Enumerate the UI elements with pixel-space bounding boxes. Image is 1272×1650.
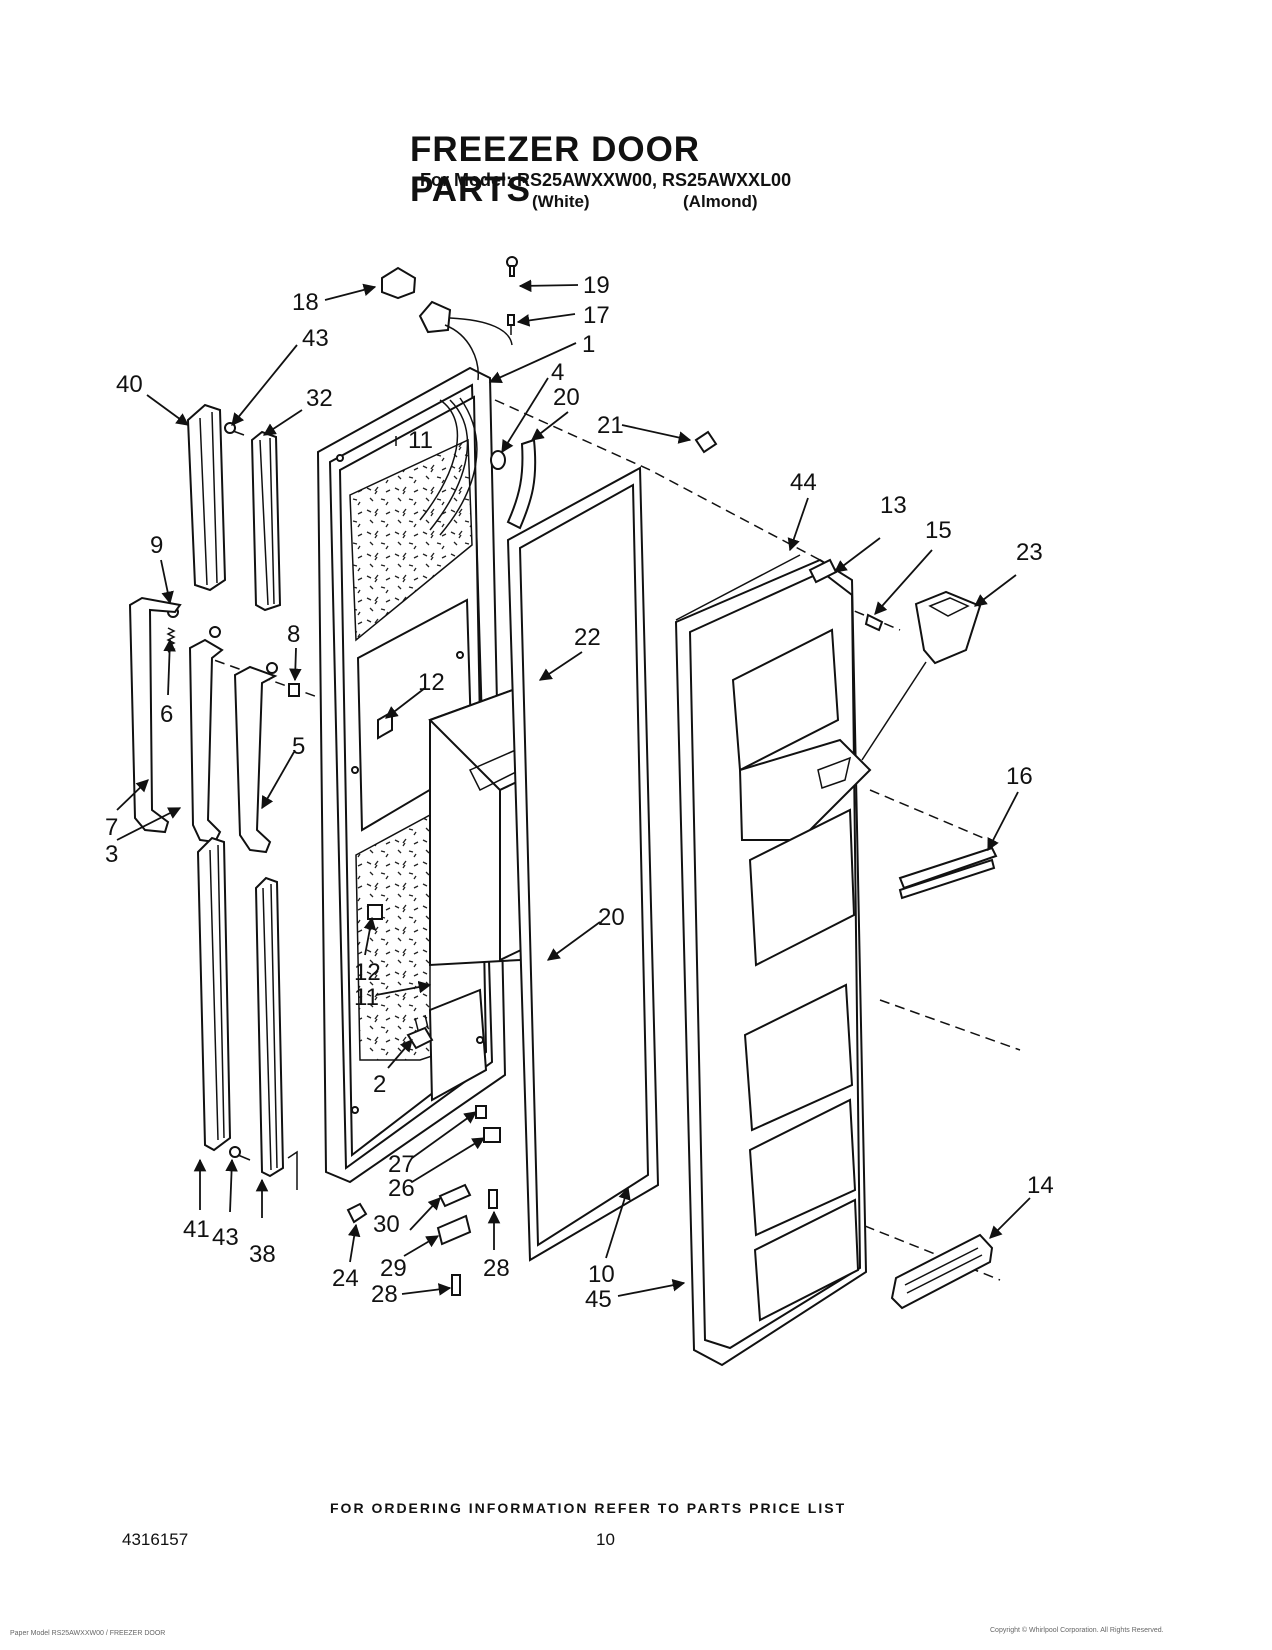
part-17-tie [507,314,515,335]
callout-32: 32 [306,385,333,412]
model-line: For Model: RS25AWXXW00, RS25AWXXL00 [420,170,792,190]
callout-20: 20 [553,384,580,411]
part-38-lower-strip [254,876,285,1178]
callout-28: 28 [483,1255,510,1282]
callout-7: 7 [105,814,118,841]
color-almond-label: (Almond) [683,192,758,211]
callout-43: 43 [302,325,329,352]
callout-43: 43 [212,1224,239,1251]
callout-5: 5 [292,733,305,760]
part-16-strip [898,846,998,900]
part-41-lower-trim [196,836,232,1152]
callout-9: 9 [150,532,163,559]
callout-21: 21 [597,412,624,439]
callout-2: 2 [373,1071,386,1098]
callout-41: 41 [183,1216,210,1243]
part-10-gasket [506,466,660,1262]
diagram-title: FREEZER DOOR PARTS [410,130,701,209]
callout-8: 8 [287,621,300,648]
callout-20: 20 [598,904,625,931]
document-part-number: 4316157 [122,1530,189,1549]
callout-17: 17 [583,302,610,329]
callout-29: 29 [380,1255,407,1282]
part-14-grille [890,1233,994,1310]
alignment-line [849,999,1021,1281]
part-18-block [381,266,417,300]
alignment-line [869,789,1001,846]
part-5-handle [233,662,278,854]
callout-4: 4 [551,359,564,386]
callout-16: 16 [1006,763,1033,790]
callout-18: 18 [292,289,319,316]
part-40-handle-trim [186,403,227,592]
callout-28: 28 [371,1281,398,1308]
callout-30: 30 [373,1211,400,1238]
callout-44: 44 [790,469,817,496]
part-26-hinge-bushing [483,1127,501,1143]
part-24-bushing [346,1202,368,1224]
callout-22: 22 [574,624,601,651]
callout-23: 23 [1016,539,1043,566]
part-23-funnel [914,590,982,665]
part-28-screw [488,1189,498,1209]
callout-arrows [116,279,1031,1297]
callout-40: 40 [116,371,143,398]
part-43-screw [229,1146,251,1161]
callout-26: 26 [388,1175,415,1202]
callout-3: 3 [105,841,118,868]
part-27-hinge-pin [475,1105,487,1119]
page-number: 10 [596,1530,615,1549]
part-12-clip [367,904,383,920]
callout-13: 13 [880,492,907,519]
fine-print-right: Copyright © Whirlpool Corporation. All R… [990,1627,1164,1634]
part-3-handle [188,626,224,844]
callout-6: 6 [160,701,173,728]
part-29-hinge-plate [436,1214,472,1246]
alignment-line [494,399,821,561]
part-44-trim [675,554,801,621]
part-8-clip [288,683,300,697]
callout-27: 27 [388,1151,415,1178]
callout-12: 12 [354,959,381,986]
part-19-screw [506,256,518,277]
part-21-cap [694,430,718,454]
callout-15: 15 [925,517,952,544]
callout-19: 19 [583,272,610,299]
callout-45: 45 [585,1286,612,1313]
fine-print-left: Paper Model RS25AWXXW00 / FREEZER DOOR [10,1630,166,1637]
callout-1: 1 [582,331,595,358]
part-28-screw [451,1274,461,1296]
part-4-plug [490,450,506,470]
callout-38: 38 [249,1241,276,1268]
part-30-hinge-spacer [438,1183,472,1208]
wire-harness-connector [418,300,513,381]
callout-11: 11 [354,984,379,1011]
bracket-line [287,1150,298,1190]
ordering-note: FOR ORDERING INFORMATION REFER TO PARTS … [330,1500,847,1516]
part-20-tube [506,438,537,530]
callout-11: 11 [408,427,433,454]
part-43-screw [224,422,245,436]
color-white-label: (White) [532,192,590,211]
callout-14: 14 [1027,1172,1054,1199]
part-45-door-liner [674,558,872,1367]
part-2-hinge-bracket [406,1014,434,1050]
callout-12: 12 [418,669,445,696]
part-32-handle-strip [250,430,282,612]
part-15-screw [864,613,884,632]
callout-24: 24 [332,1265,359,1292]
leader-line [861,661,927,761]
part-1-door-panel [316,366,507,1184]
callout-10: 10 [588,1261,615,1288]
